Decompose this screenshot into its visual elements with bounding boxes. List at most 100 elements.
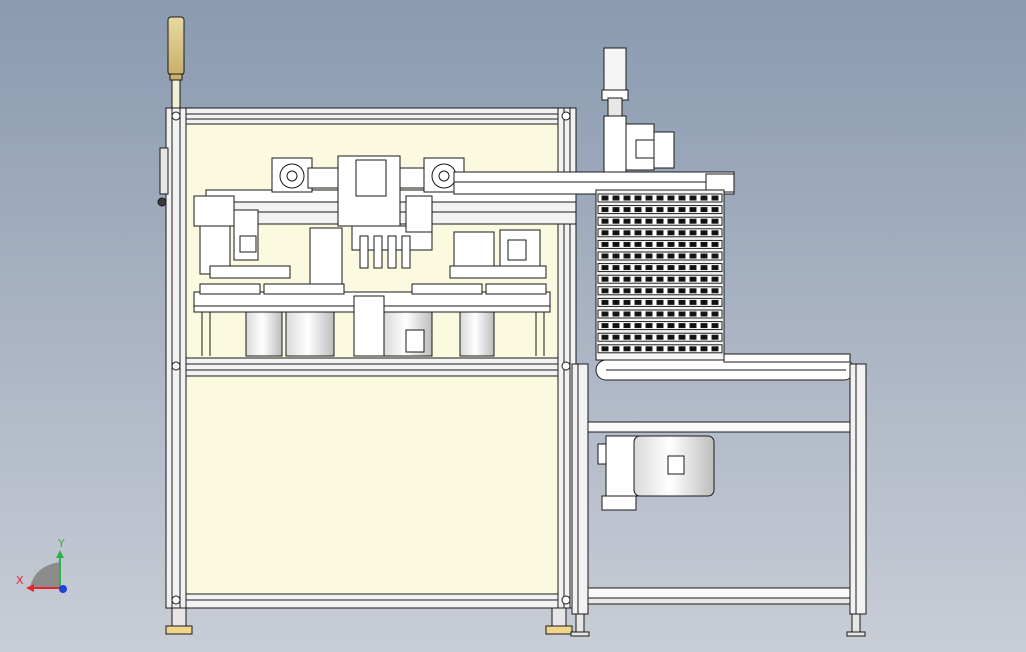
tray-slot: [678, 288, 686, 294]
tray-slot: [601, 253, 609, 259]
tray-slot: [645, 195, 653, 201]
tray-slot: [700, 265, 708, 271]
x-axis-label: X: [16, 574, 24, 587]
tray-slot: [634, 241, 642, 247]
tray-slot: [623, 299, 631, 305]
tray-slot: [645, 323, 653, 329]
tray-slot: [601, 299, 609, 305]
tray-slot: [711, 334, 719, 340]
tray-slot: [612, 288, 620, 294]
tray-slot: [711, 241, 719, 247]
tray-slot: [656, 311, 664, 317]
tray-slot: [689, 311, 697, 317]
tray-slot: [700, 218, 708, 224]
tray-slot: [678, 218, 686, 224]
tray-slot: [656, 299, 664, 305]
signal-tower: [167, 16, 185, 111]
tray-slot: [656, 265, 664, 271]
tray-slot: [623, 230, 631, 236]
tray-slot: [700, 346, 708, 352]
tray-slot: [656, 276, 664, 282]
tray-slot: [656, 346, 664, 352]
tray-slot: [645, 265, 653, 271]
tray-slot: [623, 207, 631, 213]
tray-slot: [711, 276, 719, 282]
tray-slot: [700, 253, 708, 259]
tray-slot: [678, 253, 686, 259]
tray-slot: [601, 346, 609, 352]
tray-slot: [689, 241, 697, 247]
tray-slot: [623, 276, 631, 282]
tray-slot: [612, 311, 620, 317]
tray-slot: [678, 265, 686, 271]
tray-slot: [623, 218, 631, 224]
tray-slot: [700, 323, 708, 329]
tray-slot: [645, 218, 653, 224]
tray-slot: [656, 253, 664, 259]
tray-slot: [689, 346, 697, 352]
tray-slot: [689, 253, 697, 259]
tray-slot: [711, 195, 719, 201]
tray-slot: [623, 346, 631, 352]
leveling-feet: [165, 607, 866, 637]
tray-slot: [700, 195, 708, 201]
tray-slot: [656, 288, 664, 294]
tray-slot: [634, 276, 642, 282]
tray-slot: [623, 253, 631, 259]
tray-slot: [700, 230, 708, 236]
tray-slot: [656, 195, 664, 201]
tray-slot: [634, 265, 642, 271]
tray-slot: [623, 311, 631, 317]
tray-slot: [634, 218, 642, 224]
tray-slot: [634, 253, 642, 259]
tray-slot: [623, 195, 631, 201]
tray-slot: [623, 288, 631, 294]
tray-slot: [645, 311, 653, 317]
tray-slot: [601, 276, 609, 282]
axis-triad: X Y: [16, 537, 67, 593]
tray-slot: [667, 241, 675, 247]
tray-slot: [667, 207, 675, 213]
tray-slot: [601, 241, 609, 247]
tray-slot: [700, 299, 708, 305]
tray-slot: [700, 311, 708, 317]
tray-slot: [634, 195, 642, 201]
tray-slot: [711, 265, 719, 271]
tray-slot: [711, 230, 719, 236]
tray-slot: [711, 207, 719, 213]
tray-slot: [656, 230, 664, 236]
tray-slot: [667, 276, 675, 282]
tray-slot: [645, 288, 653, 294]
tray-slot: [612, 334, 620, 340]
tray-slot: [667, 323, 675, 329]
tray-slot: [612, 253, 620, 259]
tray-slot: [667, 311, 675, 317]
tray-slot: [667, 253, 675, 259]
tray-slot: [667, 265, 675, 271]
tray-slot: [678, 195, 686, 201]
tray-slot: [623, 323, 631, 329]
tray-slot: [700, 241, 708, 247]
tray-slot: [601, 230, 609, 236]
tray-slot: [656, 241, 664, 247]
tray-slot: [667, 346, 675, 352]
tray-slot: [689, 230, 697, 236]
tray-slot: [656, 334, 664, 340]
tray-slot: [689, 299, 697, 305]
tray-slot: [689, 207, 697, 213]
tray-slot: [667, 299, 675, 305]
tray-slot: [667, 195, 675, 201]
tray-slot: [700, 334, 708, 340]
tray-slot: [700, 207, 708, 213]
tray-slot: [601, 265, 609, 271]
tray-slot: [678, 299, 686, 305]
tray-slot: [645, 299, 653, 305]
tray-slot: [645, 346, 653, 352]
tray-slot: [678, 323, 686, 329]
tray-slot: [678, 241, 686, 247]
tray-slot: [645, 276, 653, 282]
tray-slot: [645, 334, 653, 340]
tray-slot: [667, 334, 675, 340]
